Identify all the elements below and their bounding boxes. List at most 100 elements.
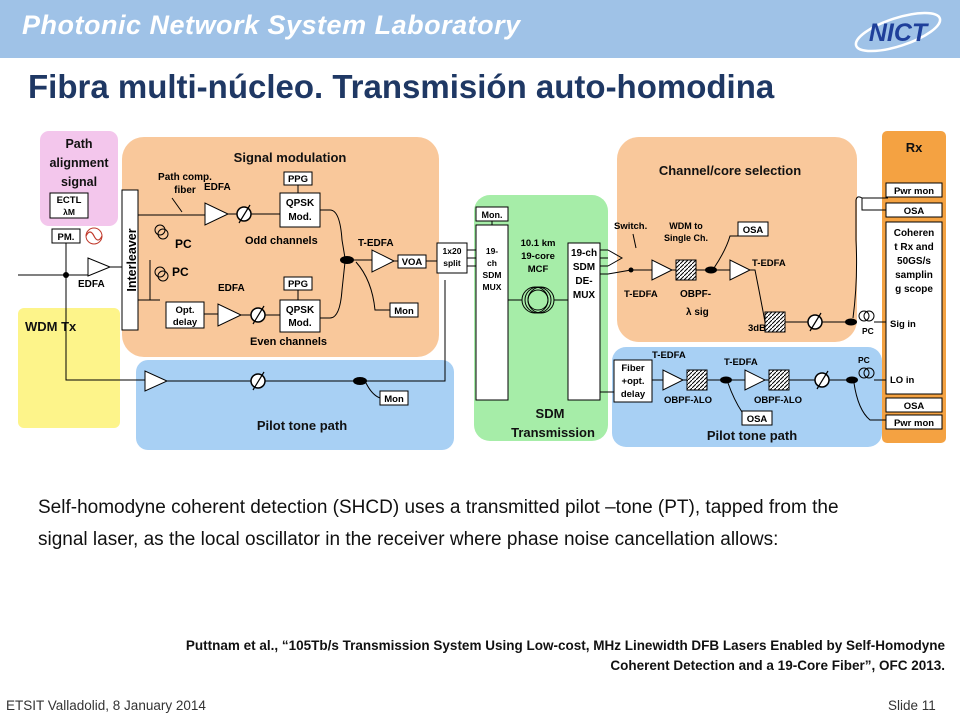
obpf-lo-left-filter-icon <box>686 369 708 391</box>
voa-label: VOA <box>402 257 423 268</box>
scope-label-2: t Rx and <box>894 242 933 253</box>
ectl-box <box>49 192 89 219</box>
pilot-right-region <box>612 347 882 447</box>
mux-label-4: MUX <box>483 282 502 292</box>
fiber-delay-label-2: +opt. <box>622 376 645 387</box>
combiner-coupler <box>340 256 354 264</box>
edfa-top-label: EDFA <box>204 182 231 193</box>
pwr-mon-top-label: Pwr mon <box>894 186 934 197</box>
scope-label-3: 50GS/s <box>897 256 931 267</box>
obpf-sig-filter-icon <box>764 311 786 333</box>
sdm-title-2: Transmission <box>511 425 595 440</box>
wdm-single-label-2: Single Ch. <box>664 233 708 243</box>
osa-rx-bottom-label: OSA <box>904 401 925 412</box>
mux-label-3: SDM <box>483 270 502 280</box>
pilot-right-title: Pilot tone path <box>707 428 797 443</box>
footer-slide-number: Slide 11 <box>888 698 936 713</box>
sel-coupler <box>705 266 717 274</box>
pc-bottom-loop-icon <box>154 266 166 278</box>
edfa-top-amp-icon <box>204 202 230 226</box>
t-edfa-pilot-left-label: T-EDFA <box>652 350 686 361</box>
sdm-demux-box <box>567 242 601 401</box>
pwr-mon-bottom-box <box>885 414 943 430</box>
body-text: Self-homodyne coherent detection (SHCD) … <box>38 497 839 550</box>
pc-top-loop-icon <box>154 224 166 236</box>
path-alignment-title-3: signal <box>61 175 97 189</box>
footer-venue-date: ETSIT Valladolid, 8 January 2014 <box>6 698 206 713</box>
ppg-top-label: PPG <box>288 174 308 185</box>
opt-delay-label-2: delay <box>173 317 198 328</box>
signal-modulation-title: Signal modulation <box>234 150 347 165</box>
opt-delay-label-1: Opt. <box>176 305 195 316</box>
fiber-label-3: MCF <box>528 264 549 275</box>
pilot-left-amp-icon <box>144 370 169 392</box>
fiber-delay-label-3: delay <box>621 389 646 400</box>
pwr-mon-bottom-label: Pwr mon <box>894 418 934 429</box>
mux-label-1: 19- <box>486 246 498 256</box>
obpf-lo-right-label: OBPF-λLO <box>754 395 802 406</box>
switch-label: Switch. <box>614 221 647 232</box>
wdm-tx-region <box>18 308 120 428</box>
opt-delay-box <box>165 301 205 329</box>
t-edfa-pilot-left-amp-icon <box>662 369 685 391</box>
path-comp-label-1: Path comp. <box>158 172 212 183</box>
logo-orbit <box>854 11 942 53</box>
obpf-lo-right-filter-icon <box>768 369 790 391</box>
demux-label-1: 19-ch <box>571 248 597 259</box>
mon-pilot-left-box <box>379 390 409 406</box>
fiber-delay-box <box>613 359 653 403</box>
pilot-left-region <box>136 360 454 450</box>
qpsk-top-label-2: Mod. <box>288 212 312 223</box>
pilot-right-coupler <box>720 376 732 384</box>
coherent-rx-box <box>885 221 943 395</box>
qpsk-top-box <box>279 192 321 228</box>
three-db-label: 3dB <box>748 323 766 334</box>
obpf-sig-label-1: OBPF- <box>680 289 711 300</box>
demux-label-4: MUX <box>573 290 596 301</box>
ectl-label: ECTL <box>57 195 82 206</box>
demux-label-3: DE- <box>575 276 592 287</box>
rx-title: Rx <box>906 140 923 155</box>
pc-lo-loop-icon <box>858 367 870 379</box>
path-comp-label-2: fiber <box>174 185 196 196</box>
sig-in-label: Sig in <box>890 319 916 330</box>
mon-sdm-label: Mon. <box>482 210 503 220</box>
pc-sig-label: PC <box>862 326 874 336</box>
ppg-bottom-label: PPG <box>288 279 308 290</box>
t-edfa-mod-label: T-EDFA <box>358 238 394 249</box>
pilot-left-title: Pilot tone path <box>257 418 347 433</box>
reference-line-1: Puttnam et al., “105Tb/s Transmission Sy… <box>185 638 945 653</box>
fiber-label-2: 19-core <box>521 251 555 262</box>
path-alignment-title-2: alignment <box>49 156 109 170</box>
osa-pilot-label: OSA <box>747 414 768 425</box>
osa-pilot-box <box>741 410 773 426</box>
scope-label-4: samplin <box>895 270 933 281</box>
interleaver-label: Interleaver <box>125 228 139 291</box>
qpsk-top-label-1: QPSK <box>286 198 315 209</box>
osa-sel-box <box>737 221 769 237</box>
interleaver-box <box>121 189 139 331</box>
rx-lo-coupler <box>846 376 858 384</box>
lo-in-label: LO in <box>890 375 914 386</box>
nict-logo: NICT <box>854 11 942 53</box>
header-bar <box>0 0 960 58</box>
t-edfa-mod-amp-icon <box>371 249 396 273</box>
mon-mod-box <box>389 302 419 318</box>
sine-wave-icon <box>85 231 103 241</box>
path-alignment-title-1: Path <box>65 137 92 151</box>
edfa-bottom-amp-icon <box>217 303 243 327</box>
edfa-left-amp-icon <box>87 257 112 277</box>
scope-label-1: Coheren <box>894 228 935 239</box>
osa-rx-bottom-box <box>885 397 943 413</box>
qpsk-bottom-label-1: QPSK <box>286 305 315 316</box>
obpf-sig-label-2: λ sig <box>686 307 709 318</box>
split-label-1: 1x20 <box>443 246 462 256</box>
fiber-label-1: 10.1 km <box>521 238 556 249</box>
qpsk-bottom-box <box>279 299 321 333</box>
pwr-mon-top-box <box>885 182 943 198</box>
slide-title: Fibra multi-núcleo. Transmisión auto-hom… <box>28 68 775 105</box>
edfa-left-label: EDFA <box>78 279 105 290</box>
sdm-mux-box <box>475 224 509 401</box>
t-edfa-sel-left-amp-icon <box>651 259 674 281</box>
mon-pilot-left-label: Mon <box>384 394 404 405</box>
